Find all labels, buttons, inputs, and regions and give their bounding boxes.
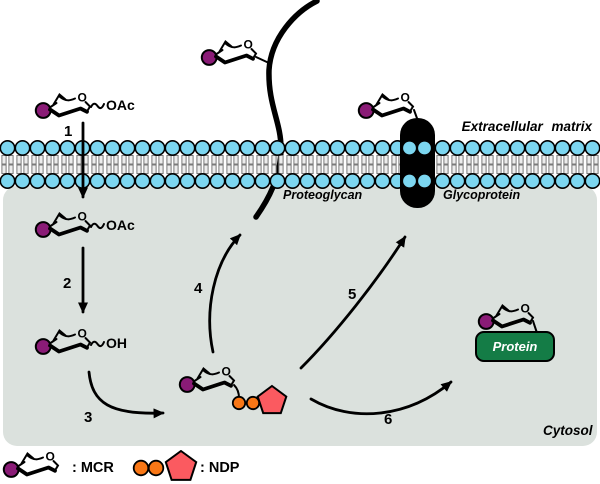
step-6-label: 6 bbox=[384, 411, 393, 428]
legend-ndp-label: : NDP bbox=[200, 460, 240, 476]
step-3-label: 3 bbox=[84, 409, 93, 426]
extracellular-matrix-label: Extracellular matrix bbox=[461, 119, 592, 134]
sugar-ndp-donor bbox=[177, 362, 236, 394]
legend-ndp-icon bbox=[132, 450, 198, 481]
oac-label-cytosol: OAc bbox=[90, 216, 135, 234]
cytosol-label: Cytosol bbox=[543, 423, 593, 438]
step-4-label: 4 bbox=[194, 280, 203, 297]
glycoprotein-label: Glycoprotein bbox=[443, 188, 521, 202]
glycoprotein-pill-heads bbox=[401, 140, 433, 189]
squiggle-bond-icon bbox=[90, 102, 105, 110]
step-5-label: 5 bbox=[348, 286, 357, 303]
legend-mcr-label: : MCR bbox=[72, 460, 114, 476]
membrane-bilayer bbox=[0, 140, 600, 189]
squiggle-bond-icon bbox=[90, 222, 105, 230]
legend-mcr-icon bbox=[1, 447, 60, 479]
step-1-label: 1 bbox=[64, 123, 73, 140]
proteoglycan-label: Proteoglycan bbox=[283, 188, 363, 202]
step-2-label: 2 bbox=[63, 275, 72, 292]
glycoprotein-pill bbox=[400, 118, 435, 208]
squiggle-bond-icon bbox=[90, 340, 105, 348]
sugar-on-proteoglycan bbox=[199, 35, 258, 67]
sugar-on-protein bbox=[476, 299, 535, 331]
oac-label-extracellular: OAc bbox=[90, 96, 135, 114]
protein-box: Protein bbox=[475, 331, 555, 362]
protein-label: Protein bbox=[492, 339, 538, 354]
oh-label: OH bbox=[90, 334, 127, 352]
sugar-on-glycoprotein bbox=[356, 88, 415, 120]
